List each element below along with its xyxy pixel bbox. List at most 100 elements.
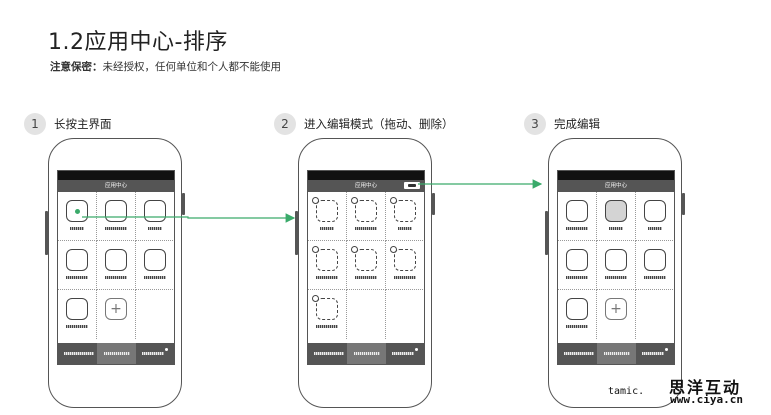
add-app-cell[interactable]: + — [597, 290, 636, 339]
app-cell[interactable] — [136, 241, 174, 290]
moved-app-icon[interactable] — [605, 200, 627, 222]
app-label-placeholder — [316, 276, 338, 279]
app-label-placeholder — [66, 276, 88, 279]
delete-badge-icon[interactable] — [390, 246, 397, 253]
app-cell[interactable] — [347, 241, 386, 290]
add-app-cell[interactable]: + — [97, 290, 136, 339]
app-icon[interactable] — [144, 200, 166, 222]
power-button — [432, 193, 435, 215]
app-label-placeholder — [609, 227, 623, 230]
app-cell[interactable] — [97, 241, 136, 290]
app-label-placeholder — [566, 325, 588, 328]
app-icon[interactable] — [644, 249, 666, 271]
watermark-brand: 思洋互动 — [668, 378, 741, 397]
dock-label-placeholder — [392, 352, 414, 355]
indicator-dot — [665, 348, 668, 351]
phone-mockup-1: 应用中心 + — [45, 138, 185, 408]
dock-label-placeholder — [604, 352, 630, 355]
app-cell[interactable] — [386, 241, 424, 290]
delete-badge-icon[interactable] — [351, 197, 358, 204]
app-bar: 应用中心 — [58, 180, 174, 192]
app-cell[interactable] — [308, 290, 347, 339]
delete-badge-icon[interactable] — [312, 246, 319, 253]
app-cell[interactable] — [347, 192, 386, 241]
app-cell[interactable] — [386, 192, 424, 241]
app-cell[interactable] — [97, 192, 136, 241]
power-button — [182, 193, 185, 215]
app-icon-jiggle[interactable] — [316, 200, 338, 222]
status-bar — [558, 171, 674, 180]
plus-icon[interactable]: + — [105, 298, 127, 320]
app-cell[interactable] — [58, 241, 97, 290]
app-icon-jiggle[interactable] — [394, 200, 416, 222]
status-bar — [58, 171, 174, 180]
app-cell[interactable] — [58, 192, 97, 241]
app-cell[interactable] — [597, 241, 636, 290]
app-label-placeholder — [355, 227, 377, 230]
app-label-placeholder — [566, 276, 588, 279]
phone-mockup-2: 应用中心 — [295, 138, 435, 408]
empty-cell — [636, 290, 674, 339]
app-icon[interactable] — [105, 249, 127, 271]
step-label: 长按主界面 — [54, 117, 112, 131]
app-cell[interactable] — [58, 290, 97, 339]
app-grid: + — [558, 192, 674, 344]
delete-badge-icon[interactable] — [312, 197, 319, 204]
step-3-header: 3 完成编辑 — [524, 113, 600, 135]
app-cell[interactable] — [558, 192, 597, 241]
app-label-placeholder — [605, 276, 627, 279]
app-cell[interactable] — [136, 192, 174, 241]
plus-icon[interactable]: + — [605, 298, 627, 320]
app-cell[interactable] — [558, 241, 597, 290]
app-label-placeholder — [148, 227, 162, 230]
app-icon-jiggle[interactable] — [355, 200, 377, 222]
app-bar: 应用中心 — [308, 180, 424, 192]
app-cell[interactable] — [636, 241, 674, 290]
app-label-placeholder — [105, 227, 127, 230]
step-number: 3 — [524, 113, 546, 135]
delete-badge-icon[interactable] — [312, 295, 319, 302]
app-icon[interactable] — [105, 200, 127, 222]
bottom-dock — [558, 343, 674, 364]
dock-label-placeholder — [564, 352, 594, 355]
app-icon[interactable] — [66, 249, 88, 271]
app-label-placeholder — [105, 276, 127, 279]
done-button[interactable] — [404, 182, 420, 189]
app-icon[interactable] — [605, 249, 627, 271]
volume-button — [295, 211, 298, 255]
phone-screen: 应用中心 + — [57, 170, 175, 365]
app-cell[interactable] — [308, 241, 347, 290]
app-icon-jiggle[interactable] — [355, 249, 377, 271]
app-icon[interactable] — [566, 249, 588, 271]
notice-text: 未经授权，任何单位和个人都不能使用 — [102, 61, 282, 73]
app-icon-jiggle[interactable] — [316, 249, 338, 271]
phone-screen: 应用中心 — [307, 170, 425, 365]
app-icon[interactable] — [644, 200, 666, 222]
app-cell[interactable] — [558, 290, 597, 339]
delete-badge-icon[interactable] — [351, 246, 358, 253]
delete-badge-icon[interactable] — [390, 197, 397, 204]
app-cell[interactable] — [597, 192, 636, 241]
app-cell[interactable] — [308, 192, 347, 241]
app-label-placeholder — [566, 227, 588, 230]
bottom-dock — [308, 343, 424, 364]
step-1-header: 1 长按主界面 — [24, 113, 112, 135]
touch-point-icon — [74, 208, 81, 215]
app-icon[interactable] — [144, 249, 166, 271]
step-2-header: 2 进入编辑模式（拖动、删除） — [274, 113, 454, 135]
app-icon-jiggle[interactable] — [394, 249, 416, 271]
app-cell[interactable] — [636, 192, 674, 241]
empty-cell — [347, 290, 386, 339]
app-label-placeholder — [320, 227, 334, 230]
step-number: 1 — [24, 113, 46, 135]
app-icon[interactable] — [566, 200, 588, 222]
watermark-tamic: tamic. — [608, 386, 645, 397]
app-icon[interactable] — [566, 298, 588, 320]
app-icon-jiggle[interactable] — [316, 298, 338, 320]
empty-cell — [386, 290, 424, 339]
volume-button — [45, 211, 48, 255]
confidentiality-notice: 注意保密：未经授权，任何单位和个人都不能使用 — [50, 59, 281, 74]
done-label-placeholder — [408, 184, 416, 187]
app-icon[interactable] — [66, 298, 88, 320]
app-label-placeholder — [144, 276, 166, 279]
